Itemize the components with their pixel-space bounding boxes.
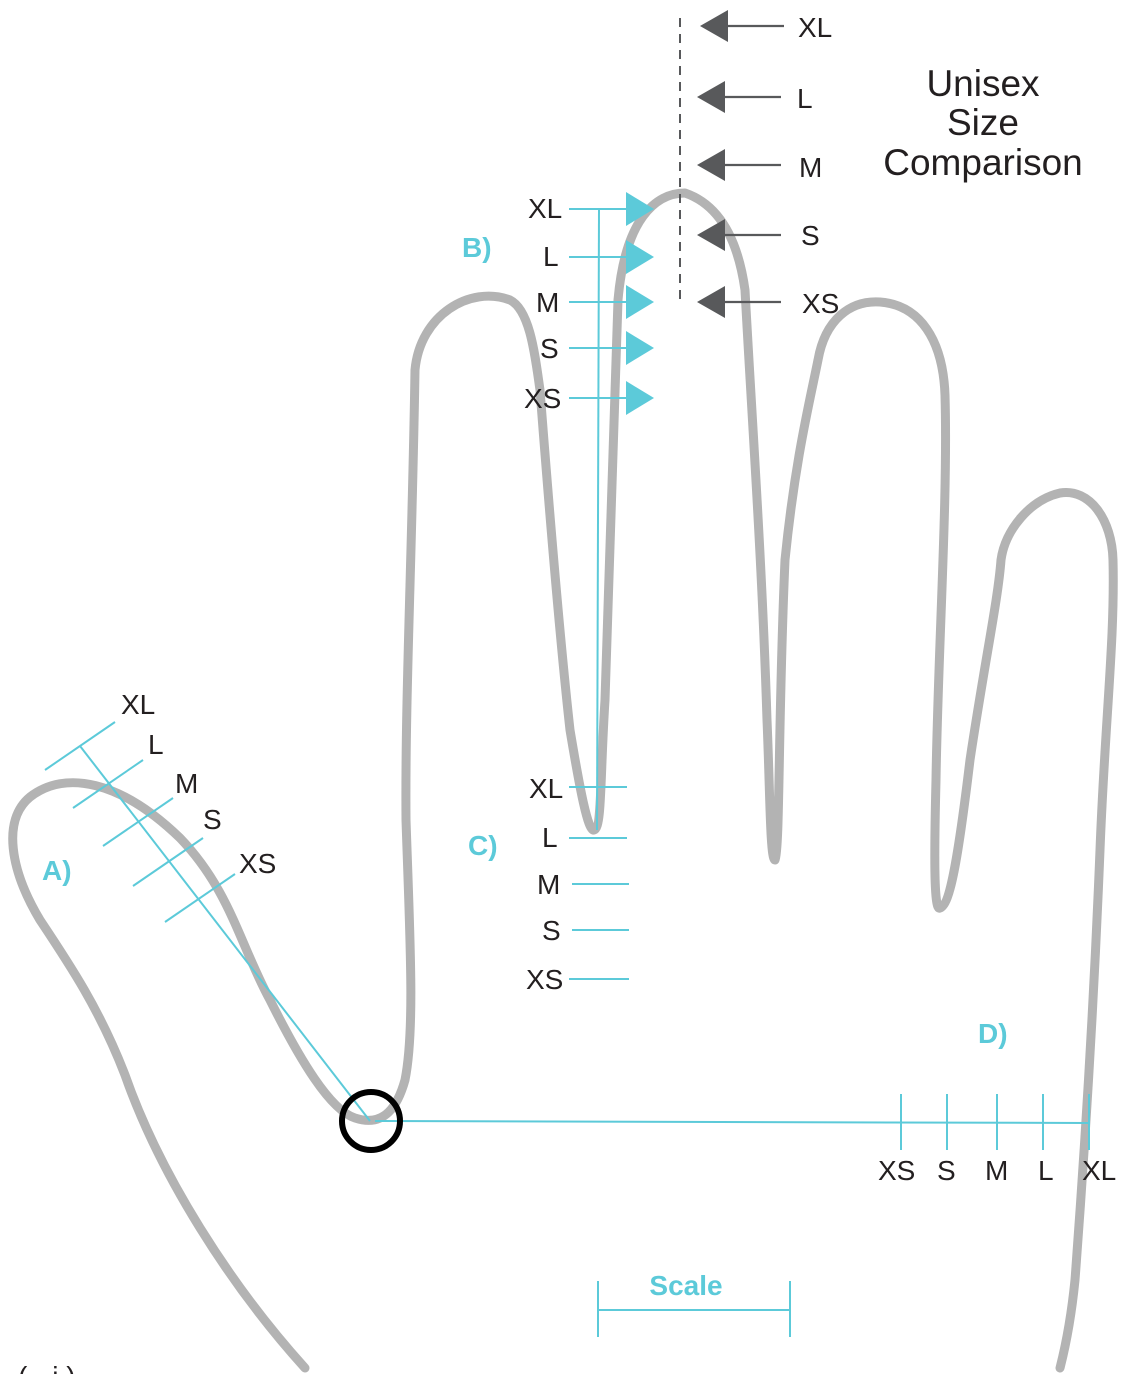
left-arrow-icon	[697, 149, 725, 181]
section-a-label: A)	[42, 855, 72, 886]
reference-label-xl: XL	[798, 12, 832, 43]
measure-b-label-xl: XL	[528, 193, 562, 224]
reference-label-xs: XS	[802, 288, 839, 319]
measure-a-label-l: L	[148, 729, 164, 760]
thumb-index-outline	[8, 188, 1118, 1373]
title-line-2: Size	[947, 102, 1019, 143]
measure-a-tick-xl	[44, 721, 116, 771]
measure-b: XL L M S XS B)	[462, 192, 654, 831]
left-arrow-icon	[697, 219, 725, 251]
measure-bc-vertical-line	[596, 208, 600, 831]
chart-title: Unisex Size Comparison	[883, 63, 1082, 183]
measure-a-label-xs: XS	[239, 848, 276, 879]
scale-bar: Scale	[597, 1270, 791, 1337]
measure-a-tick-l	[72, 759, 144, 809]
measure-a-label-m: M	[175, 768, 198, 799]
glove-outline	[8, 188, 1118, 1373]
measure-c-label-s: S	[542, 915, 561, 946]
measure-d-label-m: M	[985, 1155, 1008, 1186]
measure-a-label-xl: XL	[121, 689, 155, 720]
scale-label: Scale	[649, 1270, 722, 1301]
triangle-arrow-icon	[626, 381, 654, 415]
section-d-label: D)	[978, 1018, 1008, 1049]
measure-a-tick-m	[102, 797, 174, 847]
measure-d-label-xl: XL	[1082, 1155, 1116, 1186]
circle-marker-icon	[339, 1089, 403, 1153]
measure-c-label-xl: XL	[529, 773, 563, 804]
footer-text: ( · i )	[18, 1361, 76, 1374]
measure-c-label-l: L	[542, 822, 558, 853]
measure-c-label-xs: XS	[526, 964, 563, 995]
measure-a-tick-s	[132, 837, 204, 887]
measure-d-line	[374, 1120, 1091, 1124]
reference-arrows: XL L M S XS	[679, 10, 839, 319]
title-line-1: Unisex	[926, 63, 1040, 104]
triangle-arrow-icon	[626, 331, 654, 365]
section-c-label: C)	[468, 830, 498, 861]
triangle-arrow-icon	[626, 240, 654, 274]
measure-a-line	[79, 745, 371, 1122]
measure-a-label-s: S	[203, 804, 222, 835]
measure-c-label-m: M	[537, 869, 560, 900]
measure-c: XL L M S XS C)	[468, 773, 629, 995]
left-arrow-icon	[697, 286, 725, 318]
measure-b-label-xs: XS	[524, 383, 561, 414]
reference-label-m: M	[799, 152, 822, 183]
measure-b-label-m: M	[536, 287, 559, 318]
measure-d-label-xs: XS	[878, 1155, 915, 1186]
reference-label-l: L	[797, 83, 813, 114]
triangle-arrow-icon	[626, 192, 654, 226]
measure-d: XS S M L XL D)	[374, 1018, 1116, 1186]
measure-d-label-s: S	[937, 1155, 956, 1186]
left-arrow-icon	[697, 81, 725, 113]
title-line-3: Comparison	[883, 142, 1082, 183]
left-arrow-icon	[700, 10, 728, 42]
section-b-label: B)	[462, 232, 492, 263]
measure-a-tick-xs	[164, 873, 236, 923]
measure-b-label-s: S	[540, 333, 559, 364]
reference-label-s: S	[801, 220, 820, 251]
measure-b-label-l: L	[543, 241, 559, 272]
measure-a: XL L M S XS A)	[42, 689, 371, 1122]
triangle-arrow-icon	[626, 285, 654, 319]
measure-d-label-l: L	[1038, 1155, 1054, 1186]
